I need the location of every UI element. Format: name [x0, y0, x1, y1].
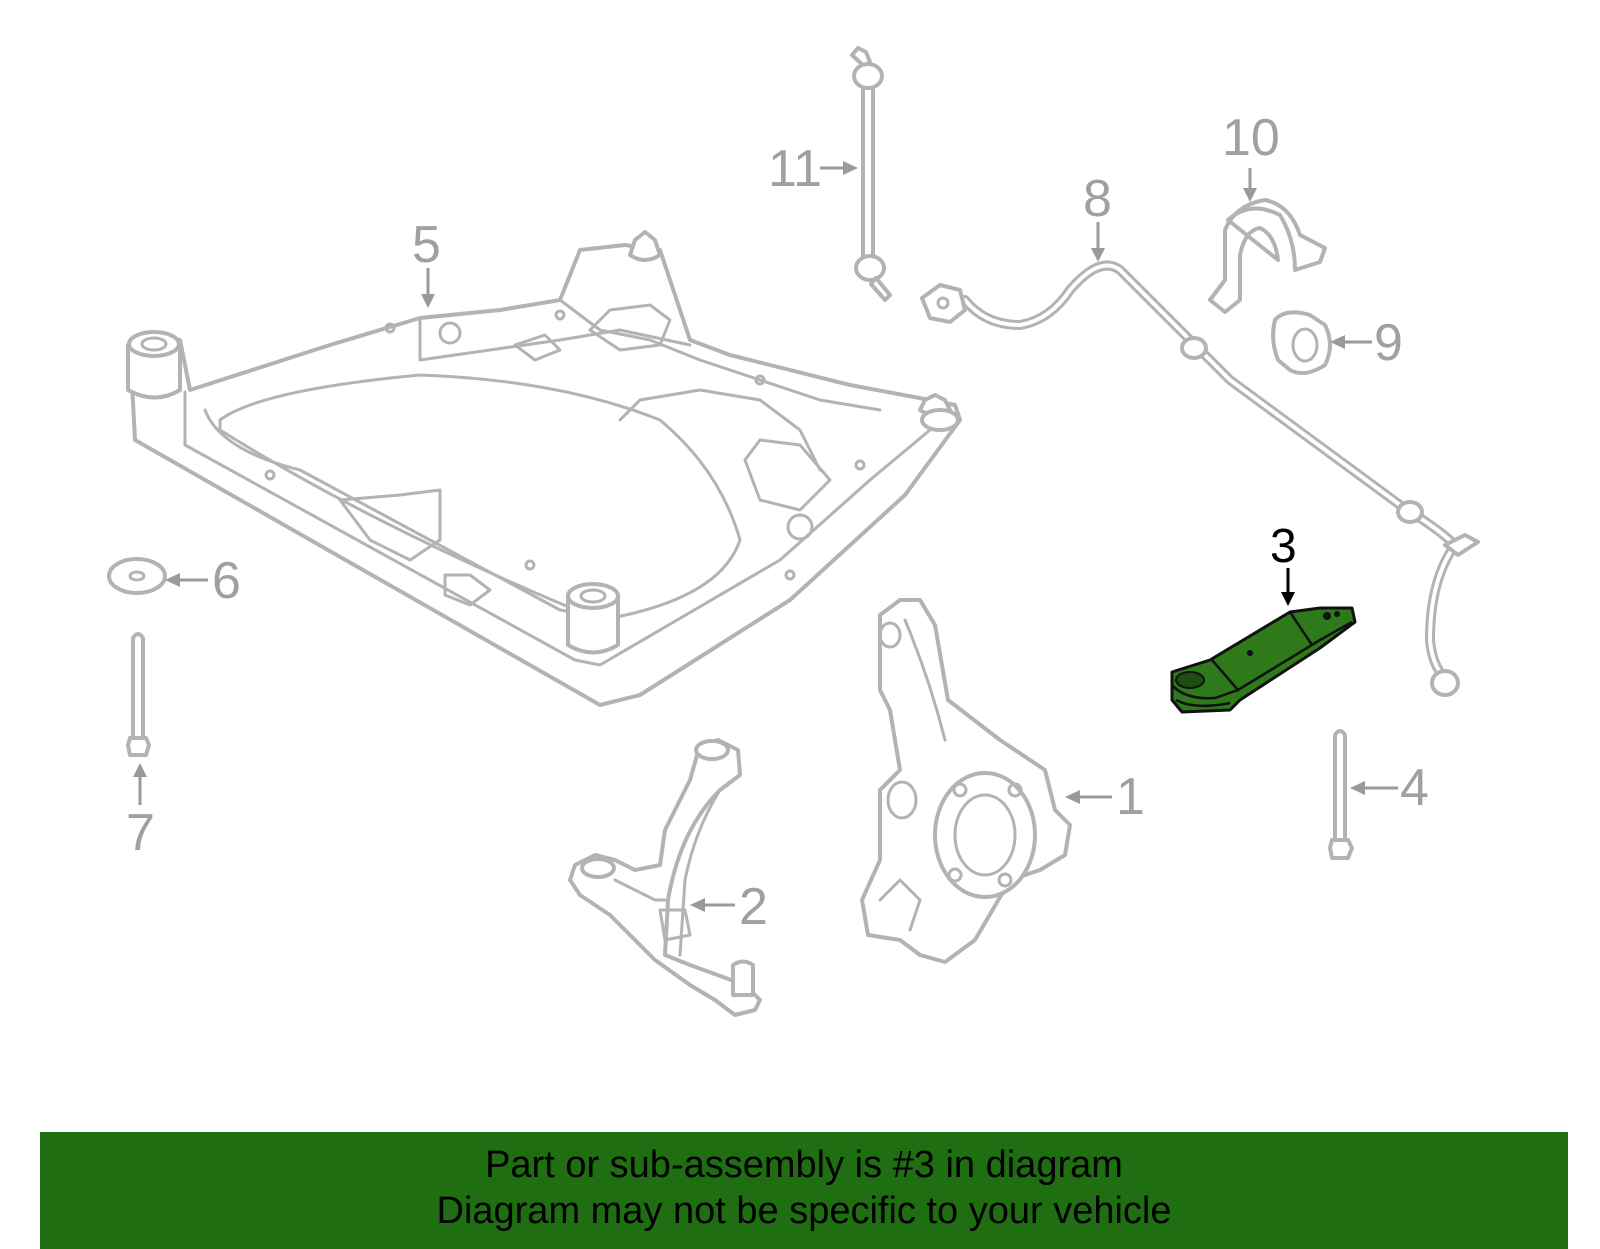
- callout-labels: 1 2 3 4 5 6 7 8 9 10 11: [126, 109, 1429, 936]
- bushing-clamp-part-10: [1208, 198, 1327, 314]
- callout-4: 4: [1400, 759, 1429, 817]
- stabilizer-link-part-11: [850, 46, 892, 302]
- banner-line-disclaimer: Diagram may not be specific to your vehi…: [436, 1190, 1172, 1232]
- stabilizer-bar-part-8: [920, 260, 1480, 697]
- subframe-part-5: [126, 230, 962, 707]
- callout-11: 11: [768, 140, 822, 198]
- bolt-part-4: [1328, 729, 1354, 860]
- bushing-part-9: [1271, 310, 1332, 376]
- lower-control-arm-part-2: [568, 738, 762, 1017]
- callout-1: 1: [1116, 768, 1145, 826]
- callout-3: 3: [1270, 520, 1297, 573]
- washer-part-6: [107, 557, 167, 595]
- callout-7: 7: [126, 804, 155, 862]
- bolt-part-7: [126, 632, 151, 757]
- callout-2: 2: [739, 878, 768, 936]
- callout-8: 8: [1083, 170, 1112, 228]
- callout-9: 9: [1374, 314, 1403, 372]
- bracket-part-3-highlighted: [1170, 606, 1357, 714]
- banner-line-part-number: Part or sub-assembly is #3 in diagram: [485, 1144, 1123, 1186]
- info-banner: Part or sub-assembly is #3 in diagram Di…: [40, 1132, 1568, 1249]
- callout-5: 5: [412, 216, 441, 274]
- callout-10: 10: [1222, 109, 1280, 167]
- callout-6: 6: [212, 552, 241, 610]
- leader-lines: [133, 161, 1398, 912]
- steering-knuckle-part-1: [860, 598, 1072, 964]
